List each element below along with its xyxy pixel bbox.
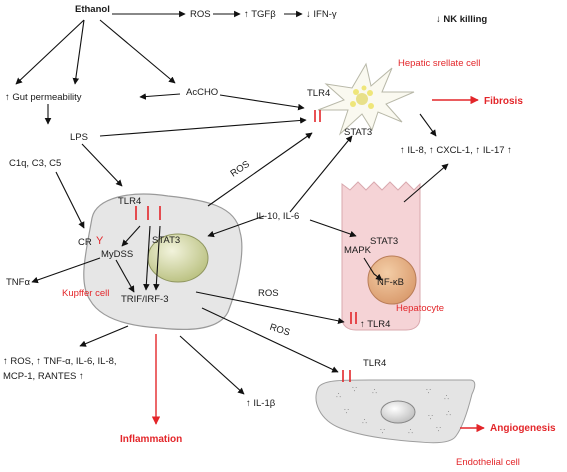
trif-irf3-label: TRIF/IRF-3 (121, 294, 169, 305)
il10-il6-label: IL-10, IL-6 (256, 211, 299, 222)
svg-text:∴: ∴ (372, 387, 377, 396)
lps-label: LPS (70, 132, 88, 143)
tlr4-hepatocyte-label: ↑ TLR4 (360, 319, 390, 330)
stat3-hsc-label: STAT3 (344, 127, 372, 138)
tlr4-hsc-label: TLR4 (307, 88, 330, 99)
svg-text:∵: ∵ (352, 385, 357, 394)
ros-low-label: ROS (268, 322, 291, 339)
svg-text:∴: ∴ (408, 427, 413, 436)
tlr4-receptor-marks-kupffer (135, 206, 161, 220)
tgfb-label: ↑ TGFβ (244, 9, 276, 20)
ros-top-label: ROS (190, 9, 211, 20)
tlr4-receptor-marks-hsc (314, 110, 321, 122)
output-cytokines-line1: ↑ ROS, ↑ TNF-α, IL-6, IL-8, (3, 356, 117, 367)
svg-text:∴: ∴ (336, 391, 341, 400)
tlr4-endothelial-label: TLR4 (363, 358, 386, 369)
fibrosis-label: Fibrosis (484, 96, 523, 107)
kupffer-cell-shape (83, 193, 243, 331)
ethanol-label: Ethanol (75, 4, 110, 15)
mydss-label: MyDSS (101, 249, 133, 260)
gut-permeability-label: ↑ Gut permeability (5, 92, 82, 103)
cytokines-hsc-label: ↑ IL-8, ↑ CXCL-1, ↑ IL-17 ↑ (400, 145, 512, 156)
ros-mid-label: ROS (258, 288, 279, 299)
mapk-label: MAPK (344, 245, 372, 256)
svg-text:∵: ∵ (426, 387, 431, 396)
hepatocyte-shape (341, 181, 421, 331)
stat3-hepatocyte-label: STAT3 (370, 236, 398, 247)
complement-label: C1q, C3, C5 (9, 158, 61, 169)
svg-text:∴: ∴ (362, 417, 367, 426)
arrows (15, 10, 485, 433)
endothelial-cell-shape: ∴ ∵ ∴ ∵ ∴ ∵ ∴ ∵ ∴ ∵ ∴ ∵ (315, 379, 476, 444)
output-cytokines-line2: MCP-1, RANTES ↑ (3, 371, 84, 382)
il1b-label: ↑ IL-1β (246, 398, 276, 409)
svg-text:∵: ∵ (344, 407, 349, 416)
svg-text:∴: ∴ (444, 393, 449, 402)
acho-label: AcCHO (186, 87, 218, 98)
tnfa-label: TNFα (6, 277, 30, 288)
ifng-label: ↓ IFN-γ (306, 9, 337, 20)
angiogenesis-label: Angiogenesis (490, 423, 556, 434)
stat3-kupffer-label: STAT3 (152, 235, 180, 246)
nfkb-label: NF-κB (377, 277, 404, 288)
hepatocyte-label: Hepatocyte (396, 303, 444, 314)
kupffer-cell-label: Kupffer cell (62, 288, 109, 299)
hepatic-stellate-cell-shape (317, 62, 415, 136)
nk-killing-label: ↓ NK killing (436, 14, 487, 25)
hepatic-stellate-cell-label: Hepatic srellate cell (398, 58, 480, 69)
tlr4-kupffer-label: TLR4 (118, 196, 141, 207)
cr-receptor-mark: Y (96, 235, 104, 247)
cr-label: CR (78, 237, 92, 248)
inflammation-label: Inflammation (120, 434, 182, 445)
svg-text:∵: ∵ (380, 427, 385, 436)
endothelial-cell-label: Endothelial cell (456, 457, 520, 468)
ros-kupffer-label: ROS (229, 159, 252, 180)
svg-text:∵: ∵ (428, 413, 433, 422)
tlr4-receptor-marks-hepatocyte (350, 312, 357, 324)
svg-text:∵: ∵ (436, 425, 441, 434)
svg-text:∴: ∴ (446, 409, 451, 418)
tlr4-receptor-marks-endothelial (342, 370, 351, 382)
